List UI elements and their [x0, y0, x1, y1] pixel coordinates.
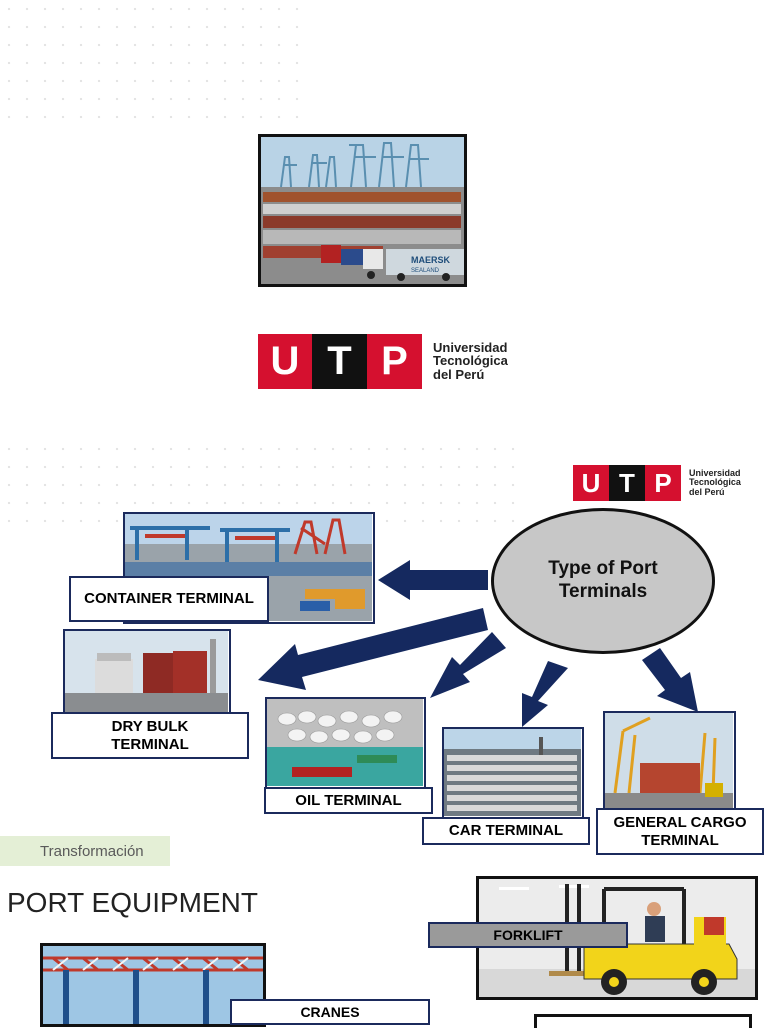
arrow-to-car [522, 661, 568, 727]
type-of-port-terminals-node: Type of Port Terminals [491, 508, 715, 654]
arrow-to-dry-bulk [258, 608, 488, 690]
oil-terminal-photo [265, 697, 426, 789]
center-title: Type of Port Terminals [548, 558, 658, 602]
container-terminal-label: CONTAINER TERMINAL [69, 576, 269, 622]
cutoff-label-box [534, 1014, 752, 1028]
port-equipment-title: PORT EQUIPMENT [7, 887, 259, 918]
cranes-label: CRANES [230, 999, 430, 1025]
general-cargo-photo [603, 711, 736, 811]
dot-pattern-top [0, 0, 300, 130]
svg-text:SEALAND: SEALAND [411, 268, 440, 274]
maersk-text: MAERSK [411, 255, 451, 265]
transformacion-text: Transformación [40, 842, 144, 860]
arrow-to-container [378, 560, 488, 600]
utp-logo-top: U T P Universidad Tecnológica del Perú [258, 333, 518, 389]
car-terminal-photo [442, 727, 584, 819]
terminal-arrows [258, 560, 698, 727]
general-cargo-label: GENERAL CARGO TERMINAL [596, 808, 764, 855]
utp-letter-u: U [258, 333, 312, 389]
car-terminal-label: CAR TERMINAL [422, 817, 590, 845]
utp-letter-t: T [312, 333, 367, 389]
container-port-photo: MAERSK SEALAND [258, 134, 467, 287]
forklift-label: FORKLIFT [428, 922, 628, 948]
arrow-to-general-cargo [642, 648, 698, 712]
utp-letter-p: P [367, 333, 422, 389]
dry-bulk-label: DRY BULK TERMINAL [51, 712, 249, 759]
utp-name: Universidad Tecnológica del Perú [433, 339, 508, 382]
cranes-photo [40, 943, 266, 1027]
transformacion-tag: Transformación [0, 836, 170, 866]
arrow-to-oil [430, 632, 506, 698]
utp-logo-small: U T P Universidad Tecnológica del Perú [573, 465, 763, 501]
oil-terminal-label: OIL TERMINAL [264, 787, 433, 814]
